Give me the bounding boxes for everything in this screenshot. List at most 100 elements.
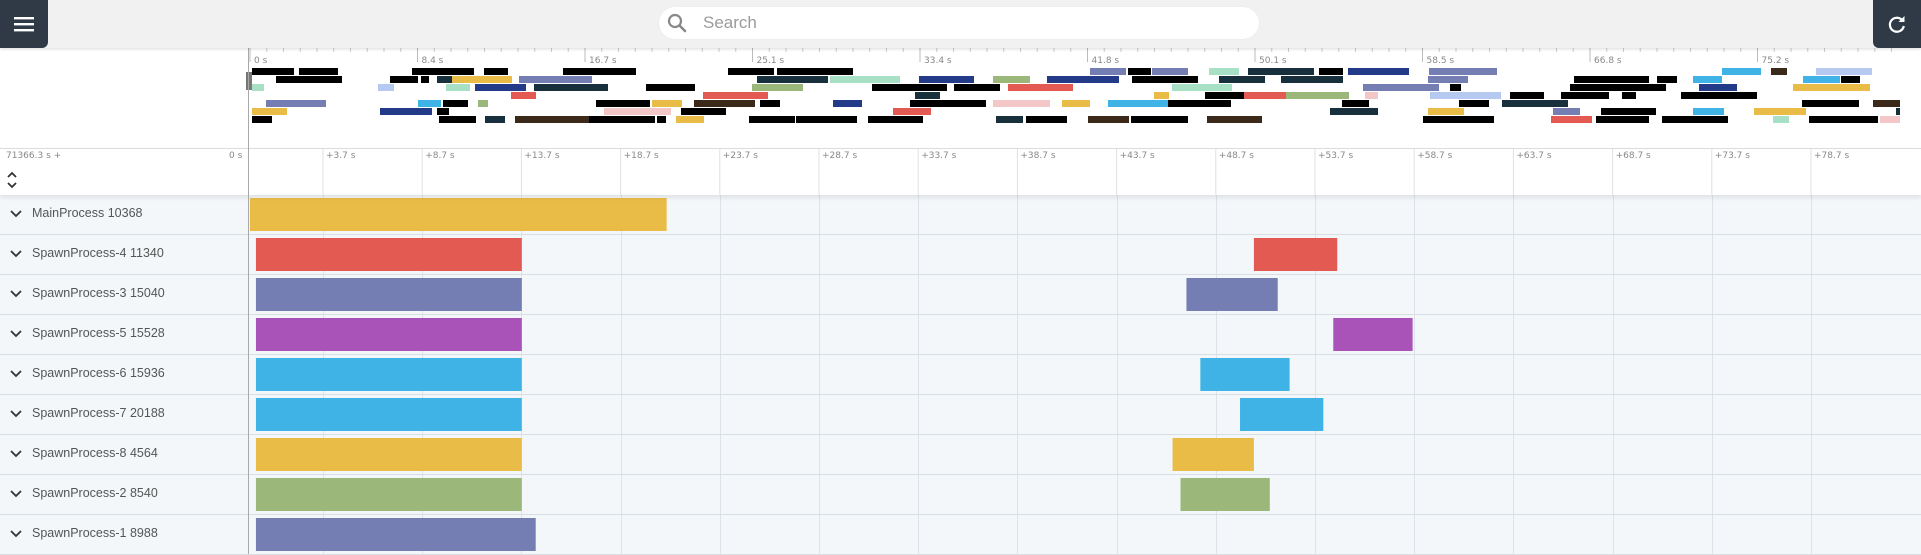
process-track[interactable]: SpawnProcess-5 15528 (0, 314, 1921, 355)
process-slice[interactable] (1186, 278, 1278, 311)
process-slice[interactable] (255, 398, 522, 431)
process-slice[interactable] (1253, 238, 1338, 271)
process-track[interactable]: SpawnProcess-1 8988 (0, 514, 1921, 555)
process-slice[interactable] (1333, 318, 1413, 351)
track-slices[interactable] (0, 434, 1921, 474)
process-slice[interactable] (250, 198, 667, 231)
menu-button[interactable] (0, 0, 48, 48)
process-track[interactable]: SpawnProcess-4 11340 (0, 234, 1921, 275)
overview-activity-block (437, 76, 452, 83)
expand-collapse-all-button[interactable] (5, 169, 19, 191)
process-slice[interactable] (1172, 438, 1254, 471)
overview-activity-block (1365, 92, 1378, 99)
overview-activity-block (1793, 84, 1870, 91)
track-slices[interactable] (0, 394, 1921, 434)
process-slice[interactable] (255, 278, 522, 311)
overview-activity-block (418, 100, 441, 107)
track-slices[interactable] (0, 314, 1921, 354)
overview-activity-block (1090, 68, 1126, 75)
overview-activity-block (252, 116, 272, 123)
chevron-down-icon[interactable] (8, 326, 24, 342)
chevron-down-icon[interactable] (8, 486, 24, 502)
process-slice[interactable] (255, 318, 522, 351)
overview-activity-block (252, 68, 294, 75)
track-slices[interactable] (0, 474, 1921, 514)
chevron-down-icon[interactable] (8, 366, 24, 382)
process-slice[interactable] (255, 478, 522, 511)
reload-icon (1888, 16, 1905, 33)
search-box[interactable]: Search (659, 7, 1259, 39)
overview-activity-block (796, 116, 857, 123)
overview-activity-block (1551, 116, 1592, 123)
overview-activity-block (276, 76, 342, 83)
chevron-down-icon[interactable] (8, 206, 24, 222)
chevron-down-icon[interactable] (8, 286, 24, 302)
overview-activity-block (1108, 100, 1168, 107)
chevron-down-icon[interactable] (8, 526, 24, 542)
time-axis-panel: 71366.3 s + 0 s +3.7 s+8.7 s+13.7 s+18.7… (0, 148, 1921, 195)
axis-tick-label: +23.7 s (723, 151, 758, 161)
track-slices[interactable] (0, 274, 1921, 314)
overview-activity-block (728, 68, 774, 75)
overview-activity-block (1128, 68, 1151, 75)
overview-activity-block (1459, 100, 1489, 107)
overview-activity-block (703, 92, 768, 99)
process-slice[interactable] (255, 518, 536, 551)
track-gridline (1017, 194, 1019, 554)
chevron-down-icon[interactable] (8, 246, 24, 262)
overview-activity-block (1754, 108, 1806, 115)
overview-activity-block (646, 84, 695, 91)
overview-activity-block (1207, 116, 1262, 123)
process-slice[interactable] (1240, 398, 1324, 431)
overview-activity-block (511, 92, 536, 99)
overview-activity-block (1131, 116, 1188, 123)
search-input[interactable]: Search (703, 13, 757, 32)
process-slice[interactable] (1200, 358, 1290, 391)
overview-activity-block (1662, 116, 1728, 123)
overview-window-handle[interactable] (246, 72, 252, 90)
expand-collapse-icon (7, 171, 17, 189)
overview-activity-block (1693, 108, 1724, 115)
overview-activity-block (485, 116, 505, 123)
overview-tick-label: 33.4 s (924, 56, 952, 66)
process-track[interactable]: SpawnProcess-2 8540 (0, 474, 1921, 515)
time-axis: +3.7 s+8.7 s+13.7 s+18.7 s+23.7 s+28.7 s… (322, 149, 1849, 195)
overview-activity-block (1502, 100, 1568, 107)
track-slices[interactable] (0, 514, 1921, 554)
overview-activity-block (1699, 84, 1737, 91)
track-slices[interactable] (0, 234, 1921, 274)
overview-activity-block (1286, 92, 1349, 99)
process-slice[interactable] (1180, 478, 1270, 511)
track-gridline (1513, 194, 1515, 554)
overview-activity-block (1816, 68, 1872, 75)
overview-activity-block (1693, 76, 1722, 83)
overview-activity-block (1873, 100, 1900, 107)
overview-activity-block (484, 68, 508, 75)
process-track[interactable]: MainProcess 10368 (0, 194, 1921, 235)
overview-activity-block (1880, 116, 1900, 123)
track-slices[interactable] (0, 354, 1921, 394)
chevron-down-icon[interactable] (8, 406, 24, 422)
overview-activity-block (1657, 76, 1677, 83)
process-track[interactable]: SpawnProcess-3 15040 (0, 274, 1921, 315)
overview-activity-block (1423, 116, 1494, 123)
overview-activity-block (439, 116, 476, 123)
track-gridline (521, 194, 523, 554)
reload-button[interactable] (1873, 0, 1921, 48)
overview-activity-block (954, 84, 1000, 91)
process-slice[interactable] (255, 238, 522, 271)
overview-activity-block (749, 116, 795, 123)
process-track[interactable]: SpawnProcess-7 20188 (0, 394, 1921, 435)
chevron-down-icon[interactable] (8, 446, 24, 462)
overview-activity-block (446, 84, 470, 91)
overview-activity-block (993, 76, 1030, 83)
process-track[interactable]: SpawnProcess-8 4564 (0, 434, 1921, 475)
process-track[interactable]: SpawnProcess-6 15936 (0, 354, 1921, 395)
process-slice[interactable] (255, 358, 522, 391)
track-slices[interactable] (0, 194, 1921, 234)
overview-activity-block (1348, 68, 1409, 75)
process-slice[interactable] (255, 438, 522, 471)
track-title: SpawnProcess-3 15040 (32, 286, 165, 300)
